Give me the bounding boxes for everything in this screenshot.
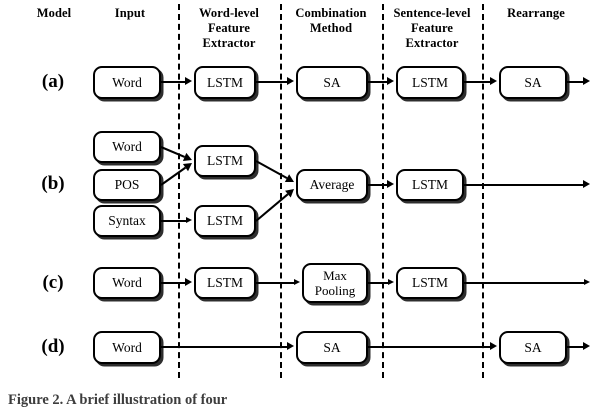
edge-b-average-to-lstm [368,183,388,187]
column-header-word-level: Word-level Feature Extractor [198,6,259,50]
node-c-combination-max-pooling: Max Pooling [302,263,368,303]
node-a-combination-sa: SA [296,66,368,99]
node-a-word-level-lstm: LSTM [194,66,256,99]
edge-d-word-to-sa [161,345,288,349]
column-divider-1 [178,4,180,378]
edge-c-output-arrowhead [584,279,590,286]
node-b-word-level-lstm-upper: LSTM [194,145,256,177]
column-header-input: Input [114,6,146,20]
edge-a-lstm-to-sa2 [464,80,491,84]
node-c-sentence-level-lstm: LSTM [396,267,464,299]
edge-b-syntax-to-lstm [161,220,187,222]
edge-a-lstm-to-sa2-arrowhead [490,77,497,86]
node-d-rearrange-sa: SA [499,331,567,364]
edge-a-word-to-lstm-arrowhead [185,77,192,86]
edge-c-lstm-to-maxpool [256,282,295,284]
node-a-rearrange-sa: SA [499,66,567,99]
edge-a-output [567,80,584,84]
column-header-sentence-level: Sentence-level Feature Extractor [393,6,471,50]
edge-b-word-to-lstm-upper [160,146,192,161]
edge-a-sa-to-lstm [368,80,388,84]
column-divider-2 [280,4,282,378]
edge-c-word-to-lstm [161,281,186,285]
node-c-input-word: Word [93,267,161,299]
edge-b-syntax-to-lstm-arrowhead [186,217,192,224]
edge-b-pos-to-lstm-upper [160,163,192,186]
edge-a-word-to-lstm [161,80,186,84]
node-a-input-word: Word [93,66,161,99]
edge-a-lstm-to-sa [256,80,288,84]
node-a-sentence-level-lstm: LSTM [396,66,464,99]
row-label-c: (c) [42,272,64,293]
edge-d-sa-to-sa2 [368,345,491,349]
edge-d-output [567,345,584,349]
edge-b-average-to-lstm-arrowhead [387,180,394,189]
edge-d-sa-to-sa2-arrowhead [490,342,497,351]
node-b-word-level-lstm-lower: LSTM [194,205,256,237]
node-b-combination-average: Average [296,169,368,201]
column-divider-3 [382,4,384,378]
edge-c-lstm-to-maxpool-arrowhead [294,279,300,286]
node-c-word-level-lstm: LSTM [194,267,256,299]
node-d-input-word: Word [93,331,161,364]
column-divider-4 [482,4,484,378]
node-b-input-syntax: Syntax [93,205,161,237]
row-label-b: (b) [41,173,65,194]
edge-a-sa-to-lstm-arrowhead [387,77,394,86]
node-b-input-word: Word [93,131,161,163]
edge-a-output-arrowhead [583,77,590,86]
edge-b-output-arrowhead [583,180,590,189]
edge-c-output [464,282,585,284]
edge-c-word-to-lstm-arrowhead [185,278,192,287]
edge-a-lstm-to-sa-arrowhead [287,77,294,86]
row-label-d: (d) [41,336,65,357]
figure-caption: Figure 2. A brief illustration of four [8,392,228,408]
row-label-a: (a) [41,71,65,92]
column-header-model: Model [36,6,72,20]
edge-d-output-arrowhead [583,342,590,351]
node-b-sentence-level-lstm: LSTM [396,169,464,201]
column-header-rearrange: Rearrange [507,6,565,20]
edge-b-output [464,183,584,187]
edge-c-maxpool-to-lstm [368,282,389,284]
edge-b-lstm-upper-to-average [255,160,294,182]
edge-b-lstm-lower-to-average [255,189,294,222]
node-b-input-pos: POS [93,169,161,201]
node-d-combination-sa: SA [296,331,368,364]
edge-d-word-to-sa-arrowhead [287,342,294,351]
column-header-combination: Combination Method [295,6,367,35]
edge-c-maxpool-to-lstm-arrowhead [388,279,394,286]
